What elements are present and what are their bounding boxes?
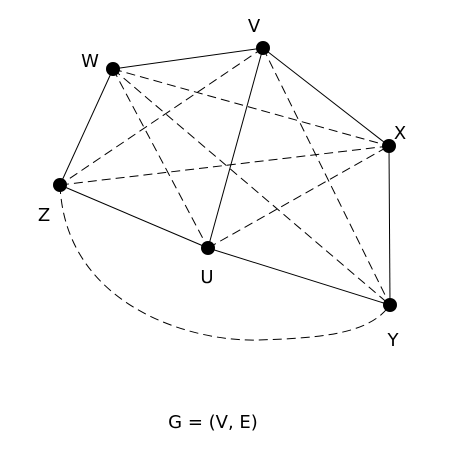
vertex-Y <box>383 298 397 312</box>
dashed-edge-U-X <box>207 145 390 249</box>
solid-edge-U-Y <box>207 247 391 306</box>
dashed-edge-V-Y <box>262 47 391 306</box>
dashed-edge-V-Z <box>59 47 264 186</box>
vertex-label-Y: Y <box>387 330 400 351</box>
vertex-V <box>256 41 270 55</box>
dashed-edge-W-X <box>112 68 390 147</box>
edges-layer <box>59 47 391 341</box>
dashed-edge-Z-Y <box>59 184 391 341</box>
solid-edge-W-Z <box>59 68 114 186</box>
vertex-label-V: V <box>248 16 261 37</box>
vertex-X <box>382 139 396 153</box>
dashed-edge-W-U <box>112 68 209 249</box>
solid-edge-V-X <box>262 47 390 147</box>
solid-edge-X-Y <box>388 145 391 306</box>
vertex-label-Z: Z <box>38 205 50 226</box>
solid-edge-Z-U <box>59 184 209 249</box>
vertex-labels-layer: V W X Z U Y <box>38 16 406 351</box>
vertex-label-X: X <box>394 123 406 144</box>
dashed-edge-W-Y <box>112 68 391 306</box>
vertex-label-W: W <box>81 51 99 72</box>
vertex-W <box>106 62 120 76</box>
vertices-layer <box>53 41 397 312</box>
solid-edge-V-U <box>207 47 264 249</box>
vertex-U <box>201 241 215 255</box>
vertex-Z <box>53 178 67 192</box>
solid-edge-W-V <box>112 47 264 70</box>
vertex-label-U: U <box>200 267 213 288</box>
graph-caption: G = (V, E) <box>168 412 258 433</box>
